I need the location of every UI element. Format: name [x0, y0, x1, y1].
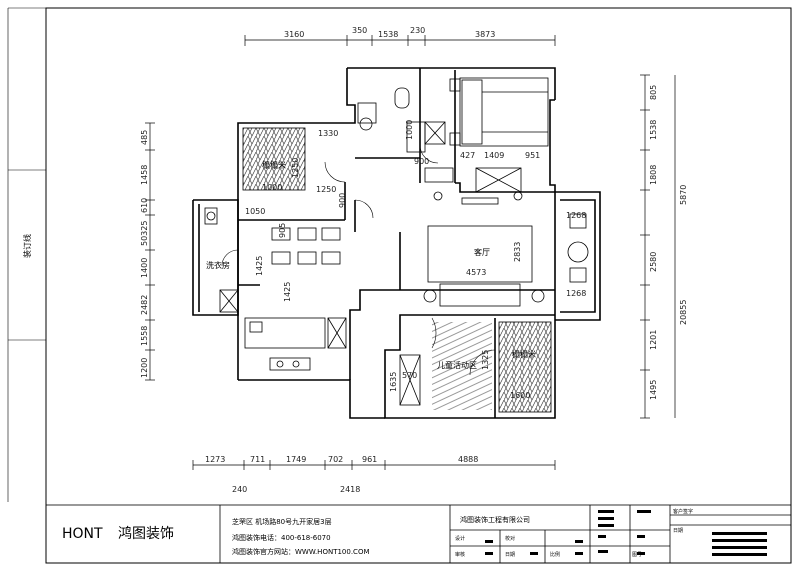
walls: [192, 67, 601, 419]
svg-text:2482: 2482: [140, 295, 149, 315]
svg-text:711: 711: [250, 455, 265, 464]
kitchen-counter: [244, 317, 326, 349]
binding-strip-label: 装订线: [22, 234, 32, 258]
svg-text:240: 240: [232, 485, 247, 494]
svg-text:1635: 1635: [389, 372, 398, 392]
svg-text:1250: 1250: [291, 158, 300, 178]
svg-text:1538: 1538: [649, 120, 658, 140]
svg-text:905: 905: [278, 223, 287, 238]
svg-text:日期: 日期: [673, 528, 683, 534]
svg-text:1268: 1268: [566, 211, 586, 220]
svg-text:1200: 1200: [140, 358, 149, 378]
right-dimensions: 805 1538 1808 5870 2580 20855 1201 1495: [649, 85, 688, 400]
svg-text:485: 485: [140, 130, 149, 145]
tatami-dining: [242, 127, 306, 191]
title-block: [45, 504, 792, 564]
svg-text:1495: 1495: [649, 380, 658, 400]
svg-text:427: 427: [460, 151, 475, 160]
svg-text:610: 610: [140, 198, 149, 213]
svg-text:1458: 1458: [140, 165, 149, 185]
svg-text:50325: 50325: [140, 221, 149, 246]
outer-frame: [45, 7, 792, 564]
svg-text:1000: 1000: [262, 183, 282, 192]
svg-text:日期: 日期: [505, 552, 515, 558]
svg-text:702: 702: [328, 455, 343, 464]
sofa: [439, 283, 521, 307]
toilet: [394, 87, 410, 109]
room-label-kids-area: 儿童活动区: [437, 360, 477, 370]
svg-text:2418: 2418: [340, 485, 360, 494]
company-name: 鸿图装饰工程有限公司: [460, 515, 530, 524]
svg-text:230: 230: [410, 26, 425, 35]
svg-text:审核: 审核: [455, 551, 465, 558]
svg-text:1409: 1409: [484, 151, 504, 160]
svg-text:805: 805: [649, 85, 658, 100]
svg-text:校对: 校对: [505, 535, 515, 542]
svg-text:1600: 1600: [510, 391, 530, 400]
svg-text:1330: 1330: [318, 129, 338, 138]
svg-text:951: 951: [525, 151, 540, 160]
svg-text:1558: 1558: [140, 326, 149, 346]
company-phone: 鸿图装饰电话：400-618-6070: [232, 533, 331, 542]
svg-text:1250: 1250: [316, 185, 336, 194]
redacted-marks: [485, 510, 767, 556]
wardrobe: [475, 167, 522, 193]
dimension-lines: [145, 35, 676, 470]
svg-text:4888: 4888: [458, 455, 478, 464]
svg-text:设计: 设计: [455, 535, 465, 542]
svg-text:1425: 1425: [283, 282, 292, 302]
room-label-tatami-bedroom: 榻榻米: [512, 349, 536, 359]
svg-text:1538: 1538: [378, 30, 398, 39]
svg-text:2580: 2580: [649, 252, 658, 272]
tatami-bedroom: [498, 321, 552, 413]
living-carpet: [427, 225, 533, 283]
left-dimensions: 485 1458 610 50325 1400 2482 1558 1200: [140, 130, 149, 378]
svg-text:客户签字: 客户签字: [673, 508, 693, 515]
svg-text:1273: 1273: [205, 455, 225, 464]
svg-text:961: 961: [362, 455, 377, 464]
svg-text:比例: 比例: [550, 551, 560, 558]
svg-text:5870: 5870: [679, 185, 688, 205]
room-label-living: 客厅: [474, 247, 490, 257]
room-label-tatami-dining: 榻榻米: [262, 160, 286, 170]
kids-floor: [432, 322, 492, 410]
top-dimensions: 3160 350 1538 230 3873: [284, 26, 495, 39]
brand-en: HONT: [62, 526, 103, 542]
svg-text:20855: 20855: [679, 300, 688, 325]
svg-text:1050: 1050: [245, 207, 265, 216]
svg-text:1749: 1749: [286, 455, 306, 464]
svg-text:1425: 1425: [255, 256, 264, 276]
svg-text:1000: 1000: [405, 120, 414, 140]
svg-text:1400: 1400: [140, 258, 149, 278]
company-website: 鸿图装饰官方网站：WWW.HONT100.COM: [232, 547, 370, 556]
svg-text:900: 900: [338, 193, 347, 208]
doors: [221, 144, 496, 376]
svg-text:900: 900: [414, 157, 429, 166]
svg-text:1808: 1808: [649, 165, 658, 185]
svg-text:350: 350: [352, 26, 367, 35]
furniture: [204, 77, 589, 406]
bottom-dimensions: 1273 711 1749 702 961 4888 240 2418: [205, 455, 478, 494]
company-address: 芝罘区 机场路80号九开家居3层: [232, 517, 332, 526]
bed: [459, 77, 549, 147]
interior-dimensions: 1050 1000 1330 1250 1000 900 900 1409 42…: [245, 120, 586, 400]
svg-text:1201: 1201: [649, 330, 658, 350]
room-label-laundry: 洗衣房: [206, 260, 230, 270]
svg-text:570: 570: [402, 371, 417, 380]
svg-text:4573: 4573: [466, 268, 486, 277]
svg-text:1325: 1325: [481, 350, 490, 370]
svg-text:2833: 2833: [513, 242, 522, 262]
brand-cn: 鸿图装饰: [118, 525, 174, 542]
svg-text:1268: 1268: [566, 289, 586, 298]
svg-text:3160: 3160: [284, 30, 304, 39]
svg-text:3873: 3873: [475, 30, 495, 39]
